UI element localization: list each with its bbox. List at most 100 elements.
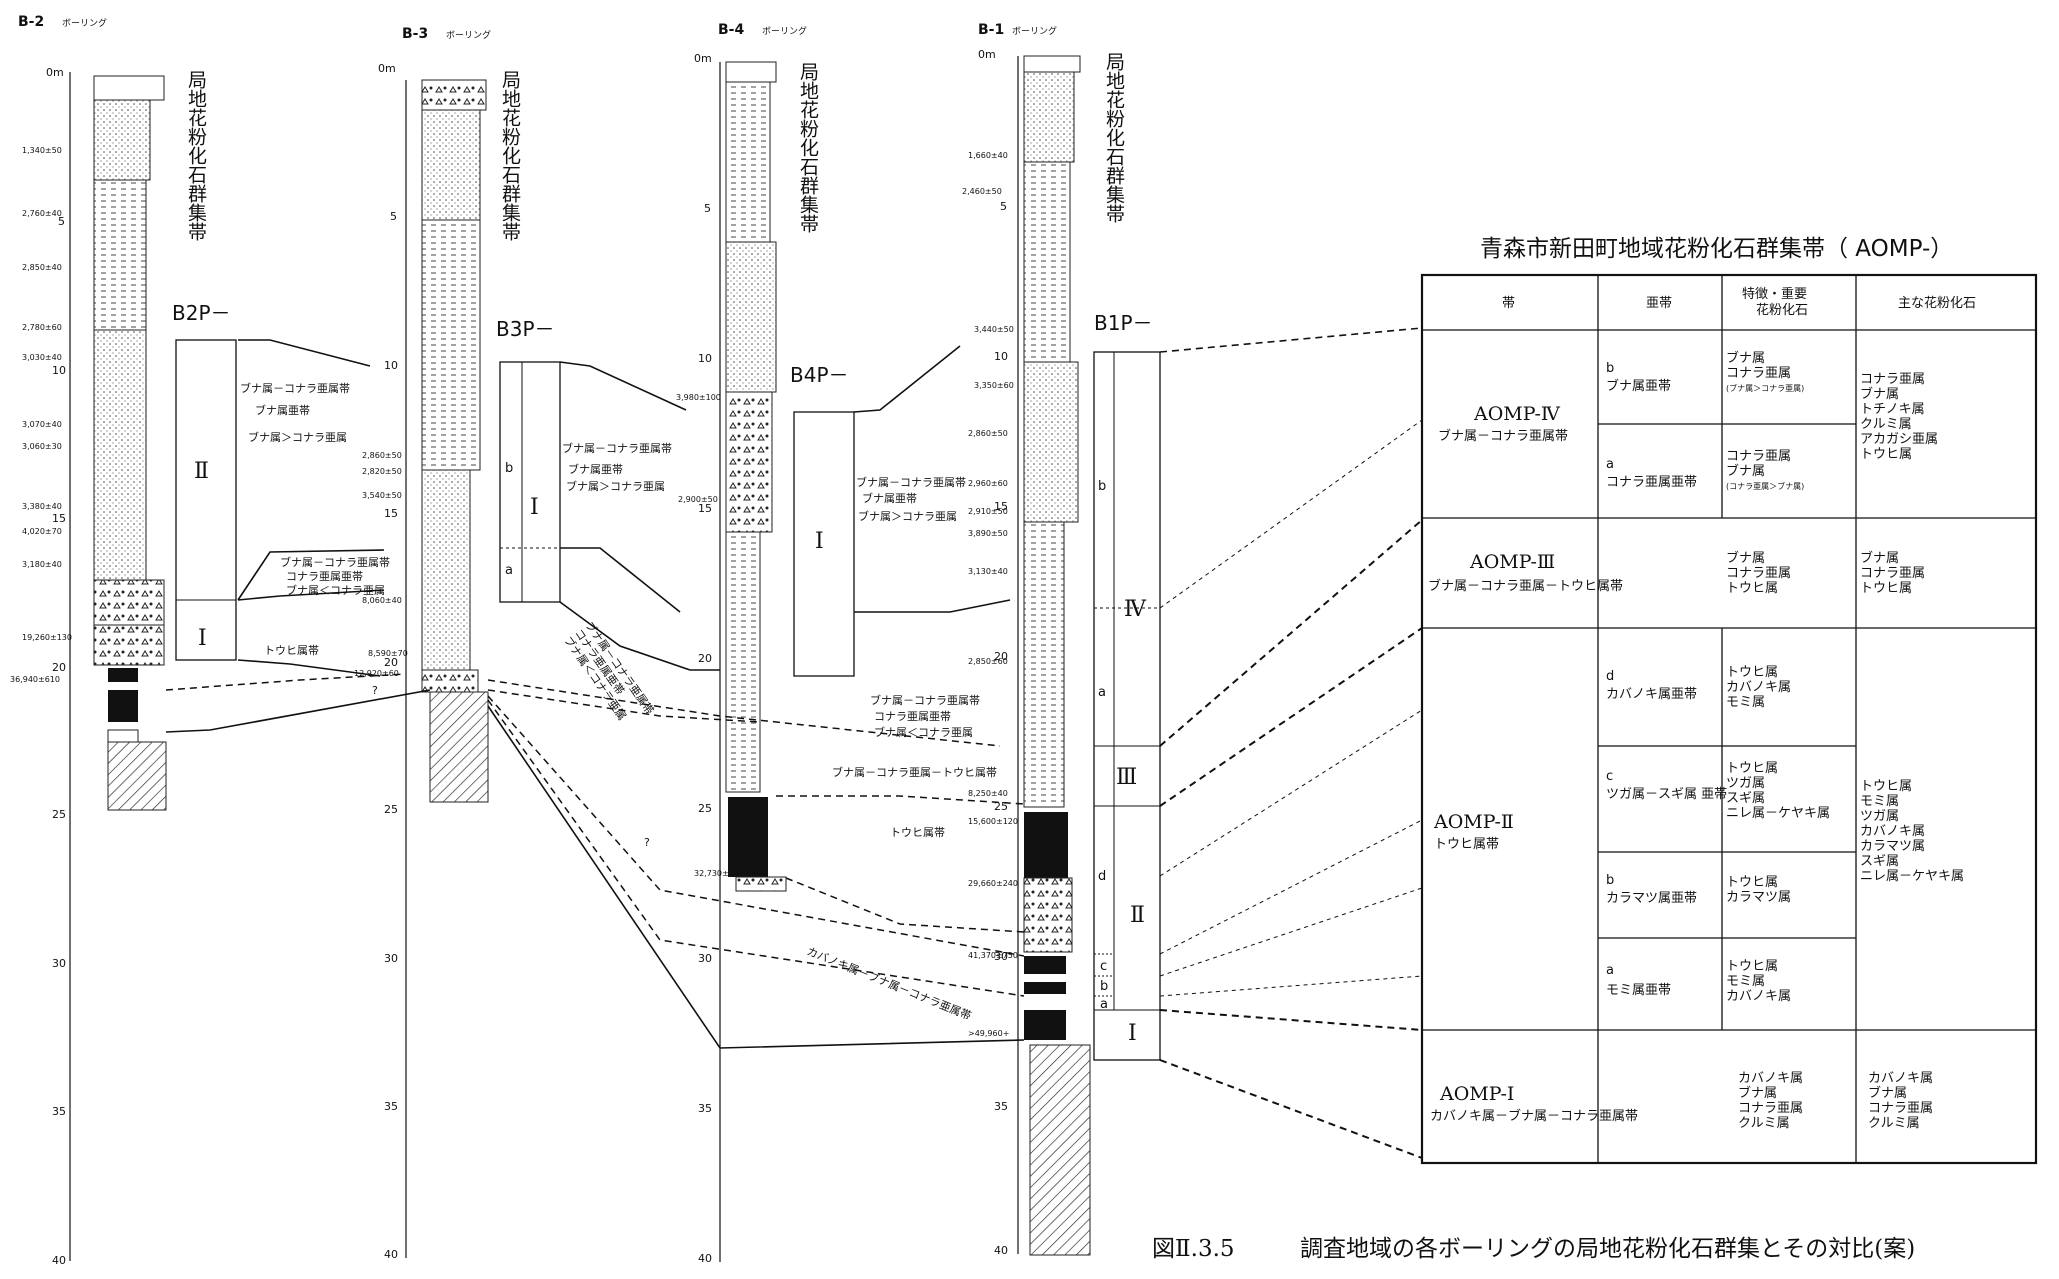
borehole-B-3: B-3 ボーリング 0m 5 10 15 20 25 30 35 40 2,86… xyxy=(354,26,672,1261)
main-pollen: クルミ属 xyxy=(1860,417,1912,432)
depth-label: 0m xyxy=(378,62,396,75)
borehole-id: B-1 xyxy=(978,22,1004,38)
main-pollen: コナラ亜属 xyxy=(1868,1101,1933,1116)
subzone-letter: a xyxy=(1098,685,1106,700)
peat-layer xyxy=(1024,956,1066,974)
date-label: 3,350±60 xyxy=(974,381,1014,390)
correlation-line xyxy=(165,689,431,733)
main-pollen: ブナ属 xyxy=(1868,1085,1907,1101)
depth-labels: 0m 5 10 15 20 25 30 35 40 xyxy=(694,52,712,1265)
correlation-line xyxy=(237,589,385,601)
peat-layer xyxy=(108,690,138,722)
core-segment xyxy=(93,579,165,626)
zone-name: Ⅰ xyxy=(1128,1021,1137,1046)
core-segment xyxy=(421,109,481,221)
core-segment xyxy=(93,624,165,666)
subzone-letter: b xyxy=(1100,979,1108,994)
main-pollen-list: トウヒ属 モミ属 ツガ属 カバノキ属 カラマツ属 スギ属 ニレ属－ケヤキ属 xyxy=(1860,779,1964,884)
main-pollen: カバノキ属 xyxy=(1860,824,1925,839)
correlation-lines xyxy=(165,327,1423,1159)
core-cap xyxy=(1023,55,1081,73)
date-label: 1,660±40 xyxy=(968,151,1008,160)
zone-note: ブナ属亜帯 xyxy=(568,462,623,476)
feature-pollen: カバノキ属 xyxy=(1726,680,1791,695)
core-segment xyxy=(421,469,471,671)
zone-code: AOMP-Ⅲ xyxy=(1469,551,1555,573)
subzone-name: ツガ属－スギ属 亜帯 xyxy=(1606,787,1727,802)
date-label: 2,900±50 xyxy=(678,495,718,504)
depth-label: 5 xyxy=(704,202,711,215)
depth-label: 10 xyxy=(994,350,1008,363)
main-pollen: ブナ属 xyxy=(1860,386,1899,402)
zone-note: トウヒ属帯 xyxy=(264,644,319,657)
date-label: 15,600±120 xyxy=(968,817,1018,826)
table-frame xyxy=(1420,273,2038,1165)
peat-layer xyxy=(1024,1010,1066,1040)
borehole-B-1: B-1 ボーリング 0m 5 10 15 20 25 30 35 40 1,66… xyxy=(962,22,1161,1257)
correlation-line xyxy=(238,339,371,367)
depth-label: 30 xyxy=(994,950,1008,963)
zone-desc: ブナ属－コナラ亜属－トウヒ属帯 xyxy=(1428,578,1623,594)
zone-name: Ⅰ xyxy=(530,495,539,520)
date-label: >49,960+ xyxy=(968,1029,1009,1038)
core-segment xyxy=(421,219,481,471)
depth-label: 0m xyxy=(46,66,64,79)
feature-pollen: カバノキ属 xyxy=(1726,989,1791,1004)
correlation-line xyxy=(165,673,407,691)
main-pollen: クルミ属 xyxy=(1868,1116,1920,1131)
feature-pollen: トウヒ属 xyxy=(1726,581,1778,596)
main-pollen: トウヒ属 xyxy=(1860,581,1912,596)
date-label: 2,850±40 xyxy=(22,263,62,272)
zone-note: ブナ属＞コナラ亜属 xyxy=(248,430,347,444)
depth-label: 15 xyxy=(994,500,1008,513)
zone-note: ブナ属＞コナラ亜属 xyxy=(566,479,665,493)
date-label: 3,030±40 xyxy=(22,353,62,362)
zone-title: 局地花粉化石群集帯 xyxy=(185,70,207,241)
core-segment xyxy=(725,531,761,793)
zone-column xyxy=(1093,351,1161,1061)
subzone-name: コナラ亜属亜帯 xyxy=(1606,475,1697,490)
depth-label: 30 xyxy=(52,957,66,970)
depth-label: 5 xyxy=(58,215,65,228)
zone-label: B3P－ xyxy=(496,317,555,341)
zone-code: AOMP-Ⅱ xyxy=(1433,811,1514,833)
link-line xyxy=(1159,627,1423,807)
main-pollen: ブナ属 xyxy=(1860,550,1899,566)
subzone-letter: b xyxy=(1098,479,1106,494)
bedrock xyxy=(1029,1044,1091,1256)
feature-pollen: トウヒ属 xyxy=(1726,875,1778,890)
dates: 1,660±40 2,460±50 3,440±50 3,350±60 2,86… xyxy=(962,151,1018,1038)
depth-label: 35 xyxy=(384,1100,398,1113)
depth-label: 10 xyxy=(52,364,66,377)
bedrock xyxy=(429,691,489,803)
feature-pollen: コナラ亜属 xyxy=(1726,566,1791,581)
main-pollen: トウヒ属 xyxy=(1860,447,1912,462)
depth-label: 15 xyxy=(698,502,712,515)
feature-pollen: カバノキ属 xyxy=(1738,1071,1803,1086)
borehole-B-2: B-2 ボーリング 0m 5 10 15 20 25 30 35 40 1,34… xyxy=(10,14,390,1267)
date-label: 2,910±50 xyxy=(968,507,1008,516)
borehole-type: ボーリング xyxy=(762,25,807,37)
main-pollen: スギ属 xyxy=(1860,854,1899,869)
correlation-line xyxy=(237,549,385,601)
zone-column xyxy=(499,361,561,603)
depth-labels: 0m 5 10 15 20 25 30 35 40 xyxy=(978,48,1008,1257)
correlation-line xyxy=(487,695,1025,957)
core-segment xyxy=(1023,161,1071,363)
core-segment xyxy=(725,391,773,533)
bedrock xyxy=(107,741,167,811)
feature-pollen: ブナ属 xyxy=(1738,1085,1777,1101)
date-label: 41,370±750 xyxy=(968,951,1018,960)
depth-label: 20 xyxy=(384,656,398,669)
link-line xyxy=(1159,975,1423,997)
subzone-letter: a xyxy=(505,563,513,578)
subzone-letter: d xyxy=(1098,869,1106,884)
zone-note: ブナ属亜帯 xyxy=(862,491,917,505)
date-label: 3,890±50 xyxy=(968,529,1008,538)
subzone-letter: b xyxy=(1606,361,1614,376)
zone-name: Ⅰ xyxy=(198,626,207,651)
depth-label: 5 xyxy=(390,210,397,223)
depth-label: 20 xyxy=(698,652,712,665)
correlation-line xyxy=(776,795,1025,805)
feature-pollen: モミ属 xyxy=(1726,695,1765,710)
